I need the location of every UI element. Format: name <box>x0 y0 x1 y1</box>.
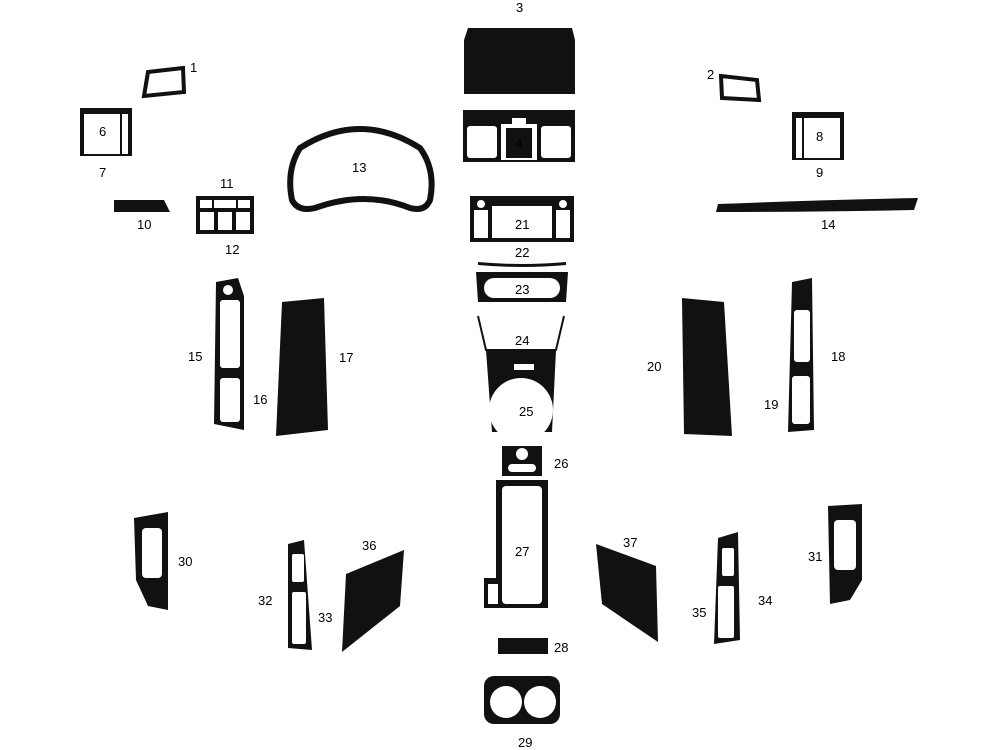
piece-32-33 <box>288 540 312 650</box>
piece-31 <box>828 504 862 604</box>
label-30: 30 <box>178 554 192 569</box>
piece-30 <box>134 512 168 610</box>
label-36: 36 <box>362 538 376 553</box>
piece-11-12 <box>196 196 254 234</box>
piece-20 <box>682 298 732 436</box>
label-32: 32 <box>258 593 272 608</box>
piece-28 <box>498 638 548 654</box>
piece-14 <box>716 198 918 212</box>
piece-4 <box>463 110 575 162</box>
piece-6 <box>80 108 132 156</box>
label-10: 10 <box>137 217 151 232</box>
piece-23 <box>476 272 568 302</box>
label-31: 31 <box>808 549 822 564</box>
label-28: 28 <box>554 640 568 655</box>
label-22: 22 <box>515 245 529 260</box>
label-24: 24 <box>515 333 529 348</box>
label-35: 35 <box>692 605 706 620</box>
label-1: 1 <box>190 60 197 75</box>
label-14: 14 <box>821 217 835 232</box>
piece-34-35 <box>714 532 740 644</box>
label-29: 29 <box>518 735 532 750</box>
label-19: 19 <box>764 397 778 412</box>
piece-15 <box>214 278 244 430</box>
piece-2 <box>718 73 762 103</box>
label-26: 26 <box>554 456 568 471</box>
piece-10 <box>114 200 170 212</box>
label-20: 20 <box>647 359 661 374</box>
piece-29 <box>484 676 560 724</box>
label-27: 27 <box>515 544 529 559</box>
label-37: 37 <box>623 535 637 550</box>
label-23: 23 <box>515 282 529 297</box>
label-12: 12 <box>225 242 239 257</box>
label-8: 8 <box>816 129 823 144</box>
piece-8 <box>792 112 844 160</box>
label-15: 15 <box>188 349 202 364</box>
piece-27 <box>484 480 548 608</box>
label-13: 13 <box>352 160 366 175</box>
label-3: 3 <box>516 0 523 15</box>
piece-24-25 <box>477 315 565 442</box>
piece-3 <box>464 28 575 94</box>
piece-21 <box>470 196 574 242</box>
label-4: 4 <box>515 136 522 151</box>
label-16: 16 <box>253 392 267 407</box>
piece-13 <box>287 126 435 212</box>
piece-26 <box>502 446 542 476</box>
label-7: 7 <box>99 165 106 180</box>
piece-36 <box>342 550 404 652</box>
label-6: 6 <box>99 124 106 139</box>
label-18: 18 <box>831 349 845 364</box>
piece-37 <box>596 544 658 642</box>
label-2: 2 <box>707 67 714 82</box>
label-33: 33 <box>318 610 332 625</box>
piece-1 <box>141 65 187 99</box>
label-21: 21 <box>515 217 529 232</box>
piece-18-19 <box>788 278 814 432</box>
label-11: 11 <box>220 176 234 191</box>
label-17: 17 <box>339 350 353 365</box>
label-25: 25 <box>519 404 533 419</box>
label-34: 34 <box>758 593 772 608</box>
piece-17 <box>276 298 328 436</box>
label-9: 9 <box>816 165 823 180</box>
piece-22 <box>478 262 566 267</box>
